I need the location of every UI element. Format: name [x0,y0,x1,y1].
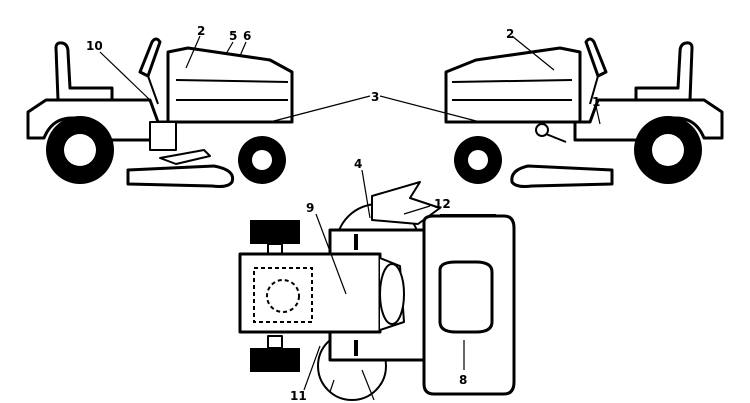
top-view-mower [238,181,516,401]
callout-labels: 2 5 6 10 3 2 1 4 12 9 11 8 [86,24,600,403]
callout-6: 6 [243,29,251,43]
right-side-mower [444,37,724,188]
callout-4: 4 [354,157,362,171]
callout-11: 11 [290,389,307,403]
callout-12: 12 [434,197,451,211]
callout-2-left: 2 [197,24,205,38]
leader-lines [99,35,601,401]
callout-5: 5 [229,29,237,43]
callout-10: 10 [86,39,103,53]
callout-8: 8 [459,373,467,387]
left-side-mower [26,37,294,188]
callout-1: 1 [592,95,600,109]
callout-3: 3 [371,90,379,104]
callout-9: 9 [306,201,314,215]
callout-2-right: 2 [506,27,514,41]
